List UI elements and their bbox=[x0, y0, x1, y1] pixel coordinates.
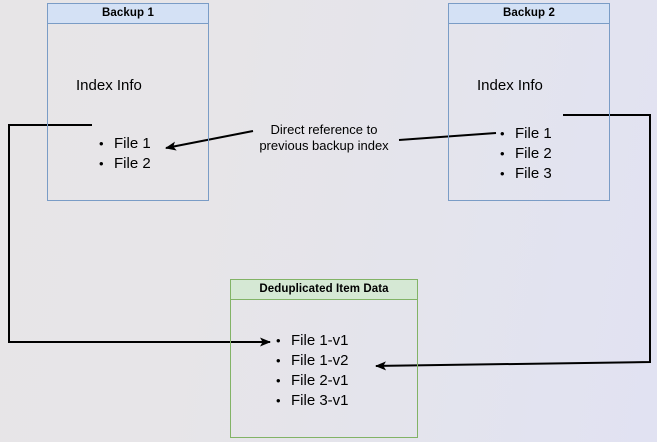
box-backup2-header: Backup 2 bbox=[449, 4, 609, 24]
backup2-file-list: File 1 File 2 File 3 bbox=[500, 124, 552, 184]
backup1-index-info-label: Index Info bbox=[76, 77, 142, 94]
box-backup2[interactable]: Backup 2 Index Info File 1 File 2 File 3 bbox=[448, 3, 610, 201]
box-deduplicated-body: File 1-v1 File 1-v2 File 2-v1 File 3-v1 bbox=[231, 300, 417, 437]
box-deduplicated-item-data[interactable]: Deduplicated Item Data File 1-v1 File 1-… bbox=[230, 279, 418, 438]
list-item: File 2 bbox=[500, 144, 552, 164]
deduplicated-file-list: File 1-v1 File 1-v2 File 2-v1 File 3-v1 bbox=[276, 331, 349, 411]
list-item: File 3 bbox=[500, 164, 552, 184]
backup2-index-info-label: Index Info bbox=[477, 77, 543, 94]
backup1-file-list: File 1 File 2 bbox=[99, 134, 151, 174]
box-backup2-body: Index Info File 1 File 2 File 3 bbox=[449, 24, 609, 200]
list-item: File 1 bbox=[500, 124, 552, 144]
list-item: File 1 bbox=[99, 134, 151, 154]
list-item: File 3-v1 bbox=[276, 391, 349, 411]
direct-reference-label: Direct reference to previous backup inde… bbox=[259, 122, 389, 153]
list-item: File 1-v2 bbox=[276, 351, 349, 371]
box-deduplicated-header: Deduplicated Item Data bbox=[231, 280, 417, 300]
box-backup1[interactable]: Backup 1 Index Info File 1 File 2 bbox=[47, 3, 209, 201]
list-item: File 2 bbox=[99, 154, 151, 174]
box-backup1-body: Index Info File 1 File 2 bbox=[48, 24, 208, 200]
list-item: File 1-v1 bbox=[276, 331, 349, 351]
list-item: File 2-v1 bbox=[276, 371, 349, 391]
box-backup1-header: Backup 1 bbox=[48, 4, 208, 24]
